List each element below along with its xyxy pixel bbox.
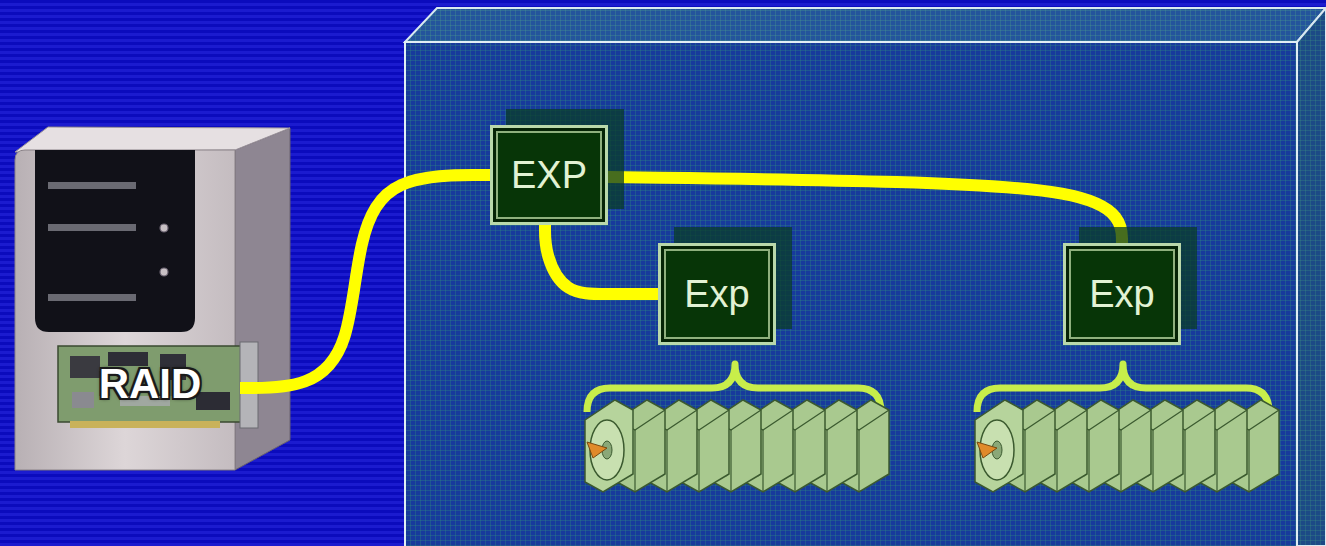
node-label: EXP	[511, 154, 587, 197]
node-label: Exp	[684, 273, 749, 316]
cable-connector	[240, 175, 490, 388]
expander-box: EXP	[490, 125, 608, 225]
disk-drives	[975, 400, 1279, 492]
expander-box: Exp	[658, 243, 776, 345]
cable-connector	[545, 225, 658, 294]
cable-connector	[608, 177, 1122, 243]
expander-box: Exp	[1063, 243, 1181, 345]
node-label: RAID	[99, 360, 202, 408]
disk-drives	[585, 400, 889, 492]
node-label: Exp	[1089, 273, 1154, 316]
enclosure	[405, 8, 1326, 546]
server-tower	[15, 127, 290, 470]
raid-card	[58, 342, 258, 428]
raid-card-label: RAID	[60, 346, 240, 422]
